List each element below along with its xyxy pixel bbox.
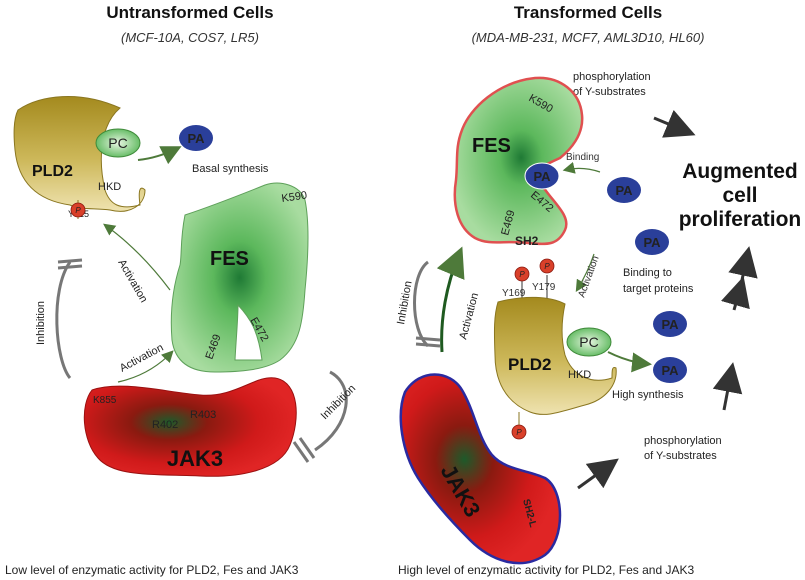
right-title: Transformed Cells (514, 3, 662, 22)
binding-label: Binding (566, 152, 599, 163)
pc-label-right: PC (579, 334, 598, 350)
arrow-jak3-phospho (577, 458, 619, 490)
pa-label-left: PA (187, 131, 205, 146)
fes-label-left: FES (210, 248, 249, 270)
pa-free-4-label: PA (661, 363, 679, 378)
jak3-shape-left (83, 377, 297, 477)
outcome-line1: Augmented (682, 160, 798, 183)
binding-target-line2: target proteins (623, 283, 694, 295)
pld2-shape-right (493, 296, 617, 415)
fes-label-right: FES (472, 135, 511, 157)
activation-arrow-rp-main (436, 246, 465, 353)
y169-label: Y169 (502, 288, 526, 299)
pa-free-2 (635, 229, 669, 255)
outcome-line3: proliferation (679, 208, 802, 231)
r402-label: R402 (152, 419, 178, 431)
pc-ellipse-right (566, 327, 612, 357)
activation-label-rp-main: Activation (457, 292, 481, 341)
activation-label-fes-pld2: Activation (115, 258, 149, 305)
inhibition-bar-rp-2 (415, 342, 441, 348)
pld2-shape-left (13, 95, 146, 212)
phospho-top-line2: of Y-substrates (573, 86, 646, 98)
pld2-label-right: PLD2 (508, 355, 551, 374)
pa-free-2-label: PA (643, 235, 661, 250)
y179-label: Y179 (532, 282, 556, 293)
inhibition-label-right: Inhibition (319, 382, 359, 422)
pa-free-3 (653, 311, 687, 337)
k855-label: K855 (93, 395, 117, 406)
p-label-left: P (75, 206, 81, 215)
pa-bound-fes-label: PA (533, 169, 551, 184)
inhibition-arc-left (55, 261, 72, 379)
pa-free-1 (607, 177, 641, 203)
left-footer: Low level of enzymatic activity for PLD2… (5, 563, 299, 577)
p-y169-label: P (519, 270, 525, 279)
pc-ellipse-left (95, 128, 141, 158)
pc-label-left: PC (108, 135, 127, 151)
sh2-label-right: SH2 (515, 234, 539, 248)
basal-synthesis-label: Basal synthesis (192, 163, 269, 175)
arrow-pa-to-outcome-3 (712, 362, 743, 411)
outcome-line2: cell (722, 184, 757, 207)
left-title: Untransformed Cells (106, 3, 273, 22)
right-footer: High level of enzymatic activity for PLD… (398, 563, 694, 577)
activation-arrow-jak3-fes (117, 350, 174, 383)
p-pld2-right-label: P (516, 428, 522, 437)
inhibition-bar-right-1 (298, 437, 316, 459)
phospho-bottom-line2: of Y-substrates (644, 450, 717, 462)
binding-arrow (562, 161, 601, 174)
pa-free-1-label: PA (615, 183, 633, 198)
inhibition-arc-right (314, 370, 348, 452)
activation-label-jak3-fes: Activation (118, 342, 166, 375)
inhibition-label-rp: Inhibition (395, 280, 414, 325)
arrow-pa-to-outcome-2 (720, 276, 750, 311)
phospho-top-line1: phosphorylation (573, 71, 651, 83)
pa-free-3-label: PA (661, 317, 679, 332)
inhibition-label-left: Inhibition (35, 301, 47, 345)
pld2-label-left: PLD2 (32, 163, 73, 180)
phospho-y169 (514, 266, 530, 282)
inhibition-bar-left-1 (57, 258, 83, 264)
phospho-y179 (539, 258, 555, 274)
pa-ellipse-left (179, 125, 213, 151)
k590-label-left: K590 (281, 190, 308, 205)
hkd-label-left: HKD (98, 181, 121, 193)
left-subtitle: (MCF-10A, COS7, LR5) (121, 30, 259, 45)
pc-to-pa-arrow-right (607, 351, 652, 373)
fes-shape-left (170, 182, 309, 373)
pa-free-4 (653, 357, 687, 383)
activation-arrow-rp-small (575, 253, 595, 293)
phospho-y415-left (70, 202, 86, 218)
activation-arrow-fes-pld2 (103, 223, 171, 291)
jak3-label-left: JAK3 (167, 446, 223, 471)
pa-bound-fes (524, 162, 560, 190)
inhibition-arc-right-panel (413, 260, 430, 348)
phospho-bottom-line1: phosphorylation (644, 435, 722, 447)
inhibition-bar-rp-1 (415, 336, 441, 342)
right-subtitle: (MDA-MB-231, MCF7, AML3D10, HL60) (472, 30, 705, 45)
inhibition-bar-right-2 (292, 441, 310, 463)
arrow-fes-to-outcome (653, 109, 696, 138)
p-y179-label: P (544, 262, 550, 271)
inhibition-bar-left-2 (57, 264, 83, 270)
pc-to-pa-arrow-left (137, 146, 182, 165)
fes-shape-right (453, 76, 584, 246)
activation-label-rp-small: Activation (576, 255, 601, 300)
hkd-label-right: HKD (568, 369, 591, 381)
binding-target-line1: Binding to (623, 267, 672, 279)
arrow-pa-to-outcome-1 (728, 246, 758, 281)
phospho-pld2-right (511, 424, 527, 440)
r403-label: R403 (190, 409, 216, 421)
high-synthesis-label: High synthesis (612, 389, 684, 401)
jak3-shape-right (399, 373, 562, 565)
